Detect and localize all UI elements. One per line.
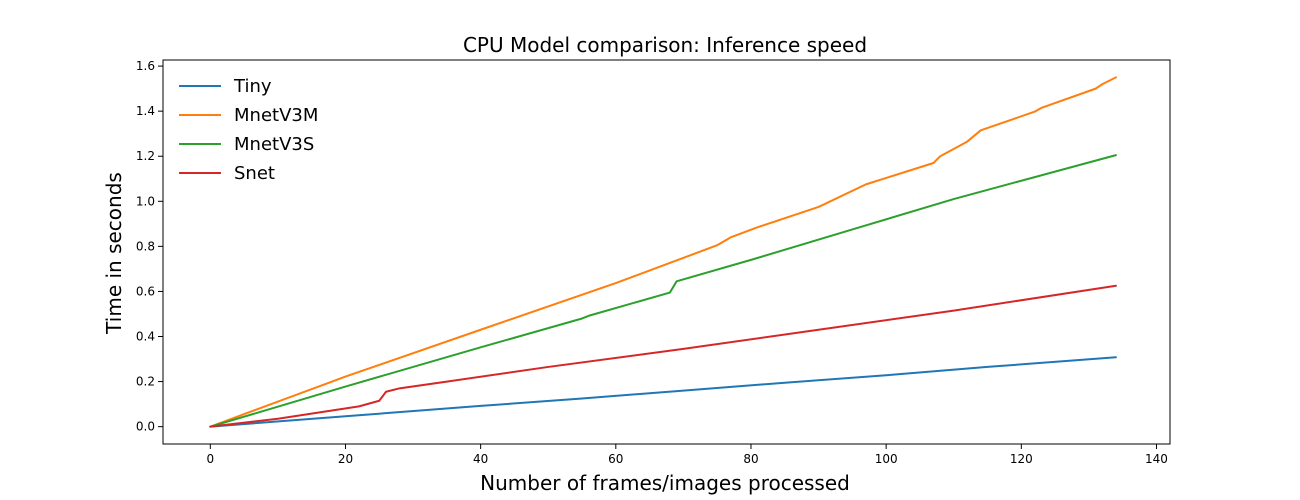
x-tick-label: 60 — [608, 452, 623, 466]
y-tick-label: 1.2 — [136, 149, 155, 163]
y-tick-label: 1.6 — [136, 59, 155, 73]
x-tick-label: 140 — [1145, 452, 1168, 466]
x-tick-label: 120 — [1010, 452, 1033, 466]
y-tick-label: 0.4 — [136, 330, 155, 344]
y-tick-label: 1.0 — [136, 194, 155, 208]
x-tick-label: 40 — [473, 452, 488, 466]
chart-title: CPU Model comparison: Inference speed — [463, 33, 867, 57]
y-tick-label: 0.6 — [136, 284, 155, 298]
series-line-mnetv3s — [209, 154, 1117, 428]
x-tick-label: 80 — [743, 452, 758, 466]
legend-label: Tiny — [233, 76, 272, 97]
y-axis-ticks: 0.0 0.2 0.4 0.6 0.8 1.0 1.2 1.4 1.6 — [136, 59, 163, 434]
y-tick-label: 0.0 — [136, 420, 155, 434]
plot-frame — [162, 59, 1171, 445]
series-lines — [209, 76, 1117, 428]
y-tick-label: 1.4 — [136, 104, 155, 118]
legend-label: MnetV3S — [234, 134, 314, 155]
x-tick-label: 100 — [875, 452, 898, 466]
legend-label: MnetV3M — [234, 105, 318, 126]
x-tick-label: 20 — [338, 452, 353, 466]
legend-label: Snet — [234, 163, 275, 184]
series-line-mnetv3m — [209, 76, 1117, 428]
y-tick-label: 0.2 — [136, 375, 155, 389]
x-axis-label: Number of frames/images processed — [480, 471, 850, 495]
x-axis-ticks: 0 20 40 60 80 100 120 140 — [206, 444, 1168, 466]
y-tick-label: 0.8 — [136, 239, 155, 253]
y-axis-label: Time in seconds — [102, 172, 126, 335]
series-line-tiny — [209, 356, 1117, 428]
x-tick-label: 0 — [206, 452, 214, 466]
series-line-snet — [209, 284, 1117, 428]
